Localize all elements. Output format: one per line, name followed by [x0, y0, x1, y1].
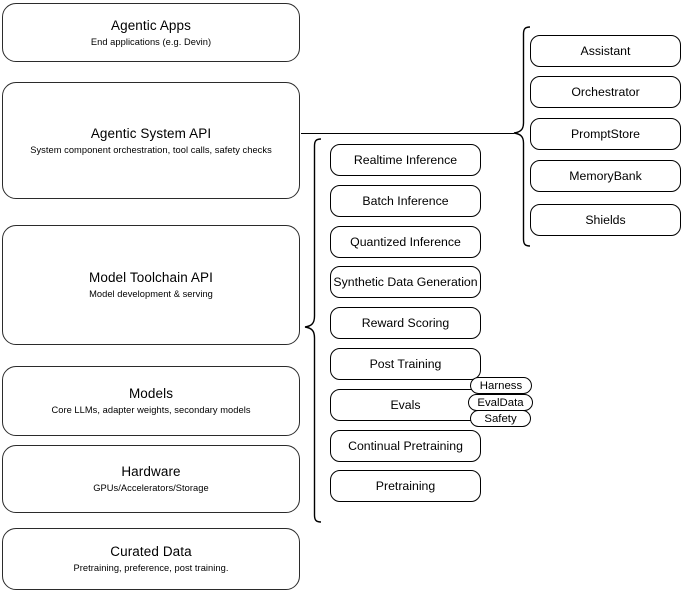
layer-title: Model Toolchain API — [89, 270, 213, 285]
system-component-label: Assistant — [580, 43, 631, 58]
toolchain-item-label: Quantized Inference — [350, 234, 461, 249]
toolchain-item-label: Reward Scoring — [361, 315, 450, 330]
layer-subtitle: System component orchestration, tool cal… — [30, 144, 272, 155]
eval-tag-evaldata[interactable]: EvalData — [468, 394, 533, 411]
system-component-label: Shields — [585, 212, 626, 227]
toolchain-item-post-training[interactable]: Post Training — [330, 348, 481, 380]
toolchain-item-label: Synthetic Data Generation — [333, 274, 478, 289]
toolchain-item-label: Pretraining — [375, 478, 436, 493]
connector-agentic-system-to-components — [301, 133, 514, 135]
system-component-orchestrator[interactable]: Orchestrator — [530, 76, 681, 108]
brace-system-components — [513, 26, 531, 247]
layer-title: Hardware — [121, 464, 181, 479]
layer-box-agentic-apps[interactable]: Agentic Apps End applications (e.g. Devi… — [2, 3, 300, 62]
eval-tag-safety[interactable]: Safety — [470, 410, 531, 427]
system-component-label: PromptStore — [570, 126, 641, 141]
layer-title: Agentic Apps — [110, 17, 191, 33]
layer-subtitle: Core LLMs, adapter weights, secondary mo… — [51, 405, 251, 415]
layer-box-curated-data[interactable]: Curated Data Pretraining, preference, po… — [2, 528, 300, 590]
system-component-label: MemoryBank — [569, 168, 642, 183]
toolchain-item-reward-scoring[interactable]: Reward Scoring — [330, 307, 481, 339]
layer-subtitle: Pretraining, preference, post training. — [73, 563, 229, 573]
layer-box-agentic-system-api[interactable]: Agentic System API System component orch… — [2, 82, 300, 199]
eval-tag-label: Harness — [479, 379, 523, 392]
system-component-label: Orchestrator — [571, 84, 640, 99]
toolchain-item-realtime-inference[interactable]: Realtime Inference — [330, 144, 481, 176]
layer-subtitle: Model development & serving — [89, 289, 213, 299]
toolchain-item-batch-inference[interactable]: Batch Inference — [330, 185, 481, 217]
layer-subtitle: GPUs/Accelerators/Storage — [93, 483, 209, 493]
toolchain-item-continual-pretraining[interactable]: Continual Pretraining — [330, 430, 481, 462]
eval-tag-label: Safety — [484, 412, 517, 425]
toolchain-item-label: Post Training — [369, 356, 442, 371]
layer-title: Models — [128, 386, 174, 401]
toolchain-item-evals[interactable]: Evals — [330, 389, 481, 421]
system-component-memorybank[interactable]: MemoryBank — [530, 160, 681, 192]
eval-tag-label: EvalData — [477, 396, 524, 409]
toolchain-item-label: Continual Pretraining — [348, 438, 463, 453]
layer-title: Agentic System API — [90, 125, 212, 141]
layer-title: Curated Data — [110, 544, 192, 559]
toolchain-item-label: Realtime Inference — [353, 152, 458, 167]
toolchain-item-label: Batch Inference — [362, 193, 449, 208]
layer-box-models[interactable]: Models Core LLMs, adapter weights, secon… — [2, 366, 300, 436]
eval-tag-harness[interactable]: Harness — [470, 377, 532, 394]
system-component-assistant[interactable]: Assistant — [530, 35, 681, 67]
toolchain-item-quantized-inference[interactable]: Quantized Inference — [330, 226, 481, 258]
toolchain-item-pretraining[interactable]: Pretraining — [330, 470, 481, 502]
layer-subtitle: End applications (e.g. Devin) — [90, 36, 212, 47]
toolchain-item-synthetic-data-generation[interactable]: Synthetic Data Generation — [330, 266, 481, 298]
layer-box-model-toolchain-api[interactable]: Model Toolchain API Model development & … — [2, 225, 300, 345]
system-component-shields[interactable]: Shields — [530, 204, 681, 236]
brace-toolchain — [304, 138, 322, 523]
layer-box-hardware[interactable]: Hardware GPUs/Accelerators/Storage — [2, 445, 300, 513]
toolchain-item-label: Evals — [390, 397, 421, 412]
system-component-promptstore[interactable]: PromptStore — [530, 118, 681, 150]
